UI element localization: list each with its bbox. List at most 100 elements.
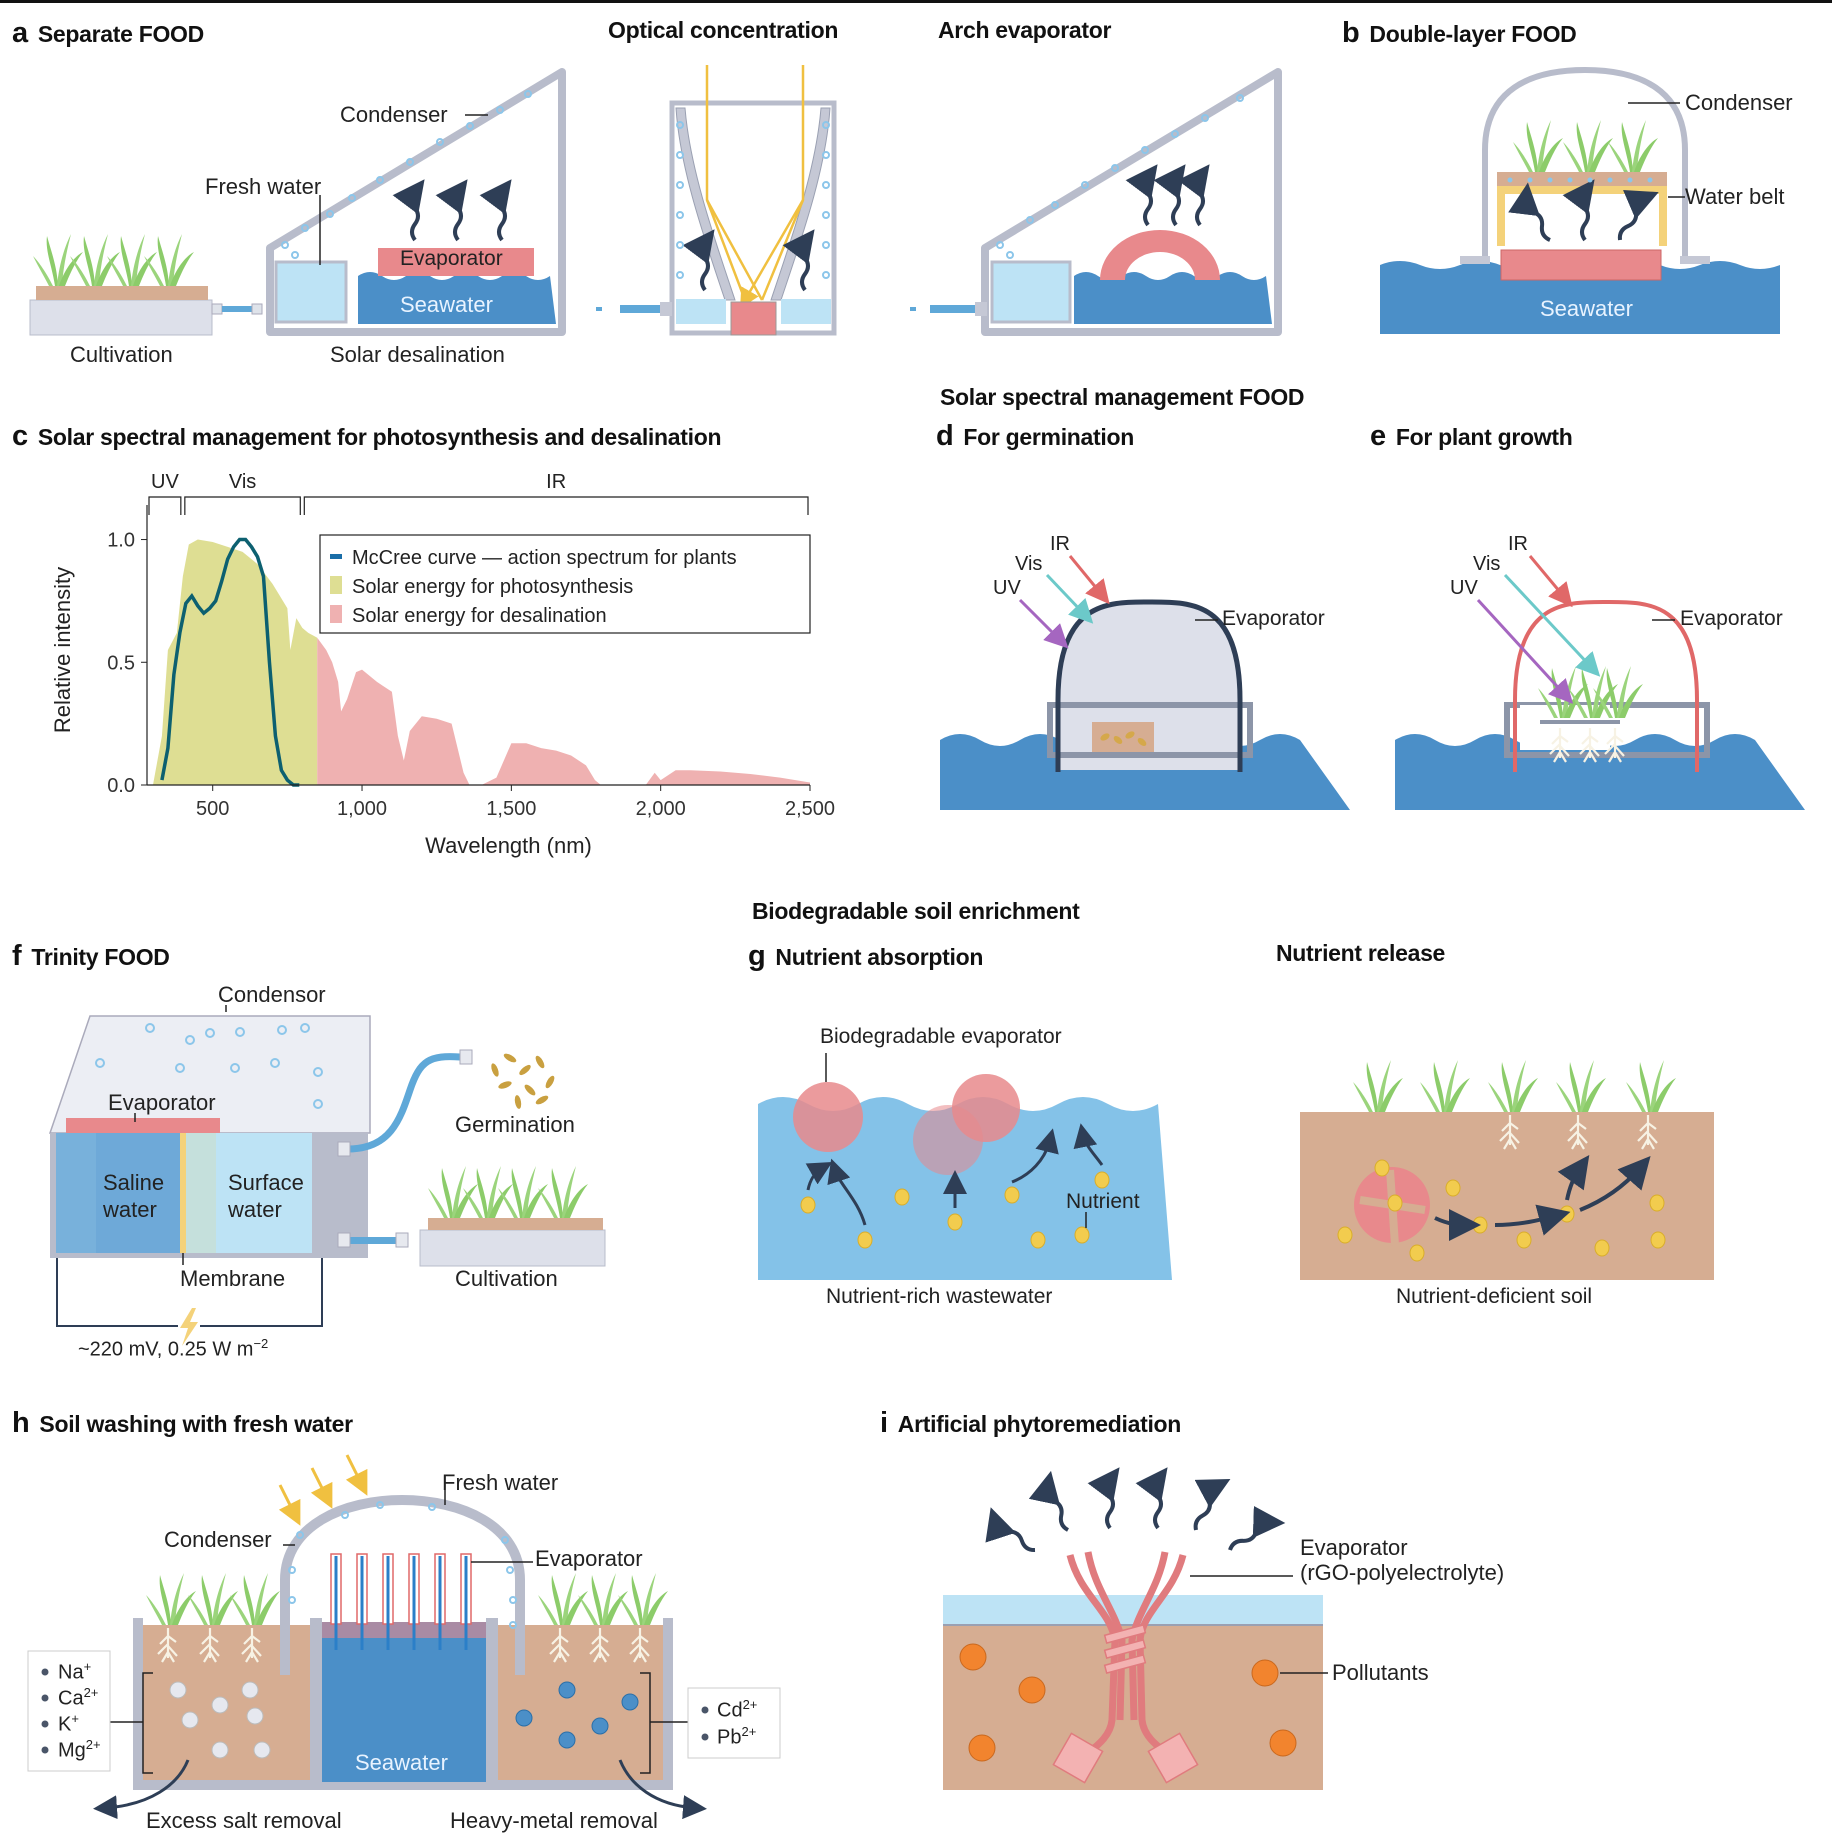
legend-entry: McCree curve — action spectrum for plant… (352, 547, 737, 569)
panel-a-letter: a (12, 17, 28, 49)
ion-pb-symbol: Pb (717, 1726, 742, 1749)
ion-na: Na+ (58, 1659, 91, 1685)
ion-cd-charge: 2+ (742, 1697, 758, 1712)
panel-e-title: For plant growth (1395, 424, 1573, 450)
legend-swatch-photosynthesis (330, 576, 342, 594)
label-seawater-b: Seawater (1540, 296, 1633, 321)
ion-ca-charge: 2+ (83, 1685, 99, 1700)
panel-a-optical-concentration (596, 65, 837, 336)
area-photosynthesis (152, 539, 318, 785)
y-tick-label: 1.0 (107, 530, 135, 552)
ion-cd: Cd2+ (717, 1697, 757, 1723)
ion-pb: Pb2+ (717, 1724, 756, 1750)
label-membrane: Membrane (180, 1266, 286, 1291)
legend-box (319, 534, 811, 634)
label-seawater-h: Seawater (355, 1750, 448, 1775)
label-seawater-a: Seawater (400, 292, 493, 317)
label-fresh-water-h: Fresh water (442, 1470, 559, 1495)
biodegradable-heading: Biodegradable soil enrichment (752, 898, 1080, 924)
ion-mg: Mg2+ (58, 1737, 101, 1763)
panel-b-letter: b (1342, 17, 1360, 49)
panel-f-diagram (48, 1005, 606, 1346)
label-condenser-h: Condenser (164, 1527, 272, 1552)
panel-g-title: Nutrient absorption (775, 944, 984, 970)
arch-evaporator-title: Arch evaporator (938, 17, 1112, 43)
label-evaporator-f: Evaporator (108, 1090, 216, 1115)
y-axis-label: Relative intensity (50, 567, 75, 733)
panel-e-letter: e (1370, 420, 1386, 452)
label-nutrient-rich-wastewater: Nutrient-rich wastewater (826, 1285, 1053, 1308)
ion-ca-symbol: Ca (58, 1687, 84, 1710)
panel-b-heading: b Double-layer FOOD (1342, 17, 1577, 50)
label-cultivation-a: Cultivation (70, 342, 173, 367)
label-vis-d: Vis (1015, 553, 1043, 575)
ion-mg-symbol: Mg (58, 1739, 86, 1762)
band-bracket-uv (148, 496, 182, 515)
label-vis-e: Vis (1473, 553, 1501, 575)
x-axis-label: Wavelength (nm) (425, 833, 592, 858)
panel-e-heading: e For plant growth (1370, 420, 1573, 453)
label-biodegradable-evaporator: Biodegradable evaporator (820, 1025, 1062, 1048)
x-tick-label: 500 (196, 798, 229, 820)
panel-g-heading: g Nutrient absorption (748, 940, 983, 973)
panel-c-letter: c (12, 420, 28, 452)
ion-na-symbol: Na (58, 1661, 84, 1684)
panel-e-diagram (1395, 555, 1805, 810)
ion-k-charge: + (71, 1711, 79, 1726)
label-ir-d: IR (1050, 533, 1070, 555)
x-tick-label: 1,500 (486, 798, 536, 820)
panel-h-diagram (27, 1454, 781, 1820)
area-desalination (317, 637, 810, 785)
panel-i-letter: i (880, 1407, 888, 1439)
label-evaporator-i-line2: (rGO-polyelectrolyte) (1300, 1560, 1505, 1585)
panel-d-diagram (940, 555, 1350, 810)
band-label-vis: Vis (229, 471, 256, 493)
power-output-label: ~220 mV, 0.25 W m−2 (78, 1336, 268, 1362)
label-condenser-a: Condenser (340, 102, 448, 127)
label-ir-e: IR (1508, 533, 1528, 555)
panel-b-diagram (1380, 66, 1780, 334)
panel-d-letter: d (936, 420, 954, 452)
panel-b-title: Double-layer FOOD (1369, 21, 1577, 47)
panel-h-letter: h (12, 1407, 30, 1439)
panel-g-absorption (758, 1053, 1172, 1280)
label-heavy-metal-removal: Heavy-metal removal (450, 1808, 658, 1833)
label-surface-line2: water (228, 1197, 282, 1222)
label-evaporator-e: Evaporator (1680, 607, 1783, 630)
label-saline-line2: water (103, 1197, 157, 1222)
legend-swatch-mccree (330, 554, 342, 559)
label-saline-line1: Saline (103, 1170, 165, 1195)
label-cultivation-f: Cultivation (455, 1266, 558, 1291)
label-pollutants: Pollutants (1332, 1660, 1429, 1685)
ion-k-symbol: K (58, 1713, 72, 1736)
optical-concentration-title: Optical concentration (608, 17, 839, 43)
panel-h-heading: h Soil washing with fresh water (12, 1407, 353, 1440)
label-evaporator-i-line1: Evaporator (1300, 1535, 1408, 1560)
y-tick-label: 0.0 (107, 775, 135, 797)
legend-entry: Solar energy for desalination (352, 605, 607, 627)
legend-entry: Solar energy for photosynthesis (352, 576, 633, 598)
panel-f-title: Trinity FOOD (31, 944, 170, 970)
ion-ca: Ca2+ (58, 1685, 98, 1711)
x-tick-label: 2,500 (785, 798, 835, 820)
panel-a-cultivation (29, 234, 263, 336)
label-evaporator-h: Evaporator (535, 1546, 643, 1571)
label-condensor: Condensor (218, 982, 326, 1007)
label-uv-e: UV (1450, 577, 1478, 599)
label-germination: Germination (455, 1112, 575, 1137)
band-bracket-vis (184, 496, 301, 515)
spectral-food-heading: Solar spectral management FOOD (940, 384, 1305, 410)
label-excess-salt-removal: Excess salt removal (146, 1808, 342, 1833)
power-output-exponent: −2 (253, 1336, 269, 1351)
x-tick-label: 2,000 (636, 798, 686, 820)
panel-d-title: For germination (963, 424, 1134, 450)
label-solar-desalination: Solar desalination (330, 342, 505, 367)
nutrient-release-title: Nutrient release (1276, 940, 1446, 966)
panel-a-arch-evaporator (910, 68, 1282, 336)
panel-h-title: Soil washing with fresh water (39, 1411, 353, 1437)
panel-g-letter: g (748, 940, 766, 972)
ion-na-charge: + (83, 1659, 92, 1674)
